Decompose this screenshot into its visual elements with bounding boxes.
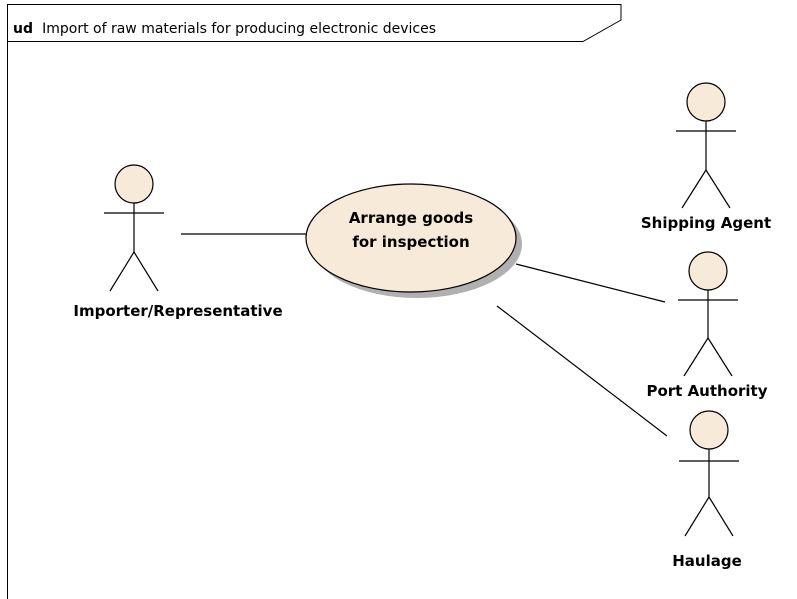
association-port-authority[interactable]	[515, 263, 666, 303]
frame-title: ud Import of raw materials for producing…	[13, 18, 436, 37]
actor-head	[689, 410, 729, 450]
actor-left-leg	[681, 169, 707, 209]
actor-left-leg	[684, 496, 710, 537]
actor-importer-representative[interactable]: Importer/Representative	[73, 164, 283, 320]
actor-port-authority[interactable]: Port Authority	[646, 251, 768, 400]
actor-left-leg	[683, 337, 709, 377]
use-case-arrange-goods[interactable]: Arrange goods for inspection	[305, 183, 522, 298]
actor-label-port-authority: Port Authority	[646, 382, 767, 400]
actor-label-haulage: Haulage	[672, 552, 742, 570]
actor-label-importer: Importer/Representative	[73, 302, 282, 320]
actor-label-shipping-agent: Shipping Agent	[641, 214, 771, 232]
associations	[181, 233, 668, 437]
actor-head	[686, 82, 726, 122]
use-case-label-line2: for inspection	[352, 233, 469, 251]
actor-head	[114, 164, 154, 204]
association-haulage[interactable]	[496, 305, 668, 437]
actor-right-leg	[708, 496, 734, 537]
actor-head	[688, 251, 728, 291]
diagram-frame: ud Import of raw materials for producing…	[7, 4, 622, 599]
actor-right-leg	[705, 169, 731, 209]
frame-title-tab	[7, 4, 622, 42]
actor-right-leg	[707, 337, 733, 377]
use-case-label-line1: Arrange goods	[349, 209, 473, 227]
actor-haulage[interactable]: Haulage	[672, 410, 742, 570]
frame-keyword: ud	[13, 21, 33, 37]
use-case-ellipse[interactable]	[305, 183, 517, 293]
actor-left-leg	[109, 251, 135, 292]
actor-shipping-agent[interactable]: Shipping Agent	[641, 82, 771, 232]
actor-right-leg	[133, 251, 159, 292]
frame-title-text: Import of raw materials for producing el…	[42, 21, 436, 37]
